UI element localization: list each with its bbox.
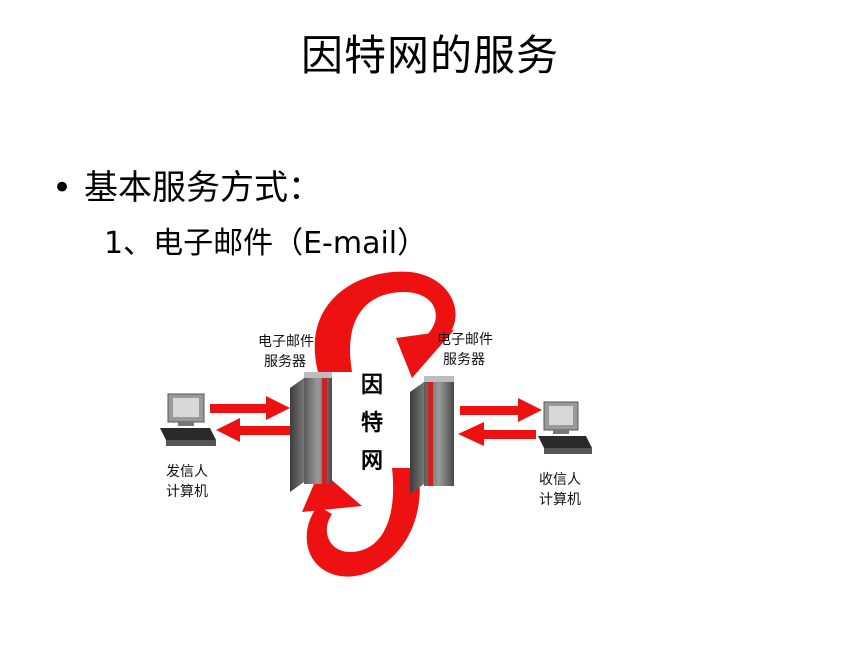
sender-label-line1: 发信人 [166,464,208,480]
center-char-yin: 因 [361,372,383,398]
right-mail-server [410,376,454,494]
receiver-computer-icon [538,401,592,454]
right-server-label-line1: 电子邮件 [437,332,493,348]
slide-title: 因特网的服务 [300,31,559,80]
left-server-label-line2: 服务器 [264,354,306,370]
sender-computer-icon [160,393,216,446]
bullet-symbol: • [52,168,73,208]
sender-label-line2: 计算机 [166,484,208,500]
sub-item-email: 1、电子邮件（E-mail） [104,226,428,261]
center-char-te: 特 [361,410,383,436]
left-server-label-line1: 电子邮件 [258,334,314,350]
center-char-wang: 网 [361,448,383,474]
receiver-to-server-arrow [458,422,536,446]
bullet-item: • 基本服务方式： [52,160,322,209]
right-server-label-line2: 服务器 [443,352,485,368]
bullet-text: 基本服务方式： [84,168,322,208]
top-loop-arrow [314,271,456,378]
server-to-sender-arrow [216,418,290,442]
bottom-loop-arrow [302,468,420,577]
receiver-label-line2: 计算机 [539,492,581,508]
receiver-label-line1: 收信人 [539,472,581,488]
sender-to-server-arrow [210,396,290,420]
left-mail-server [290,372,332,492]
server-to-receiver-arrow [460,398,542,422]
